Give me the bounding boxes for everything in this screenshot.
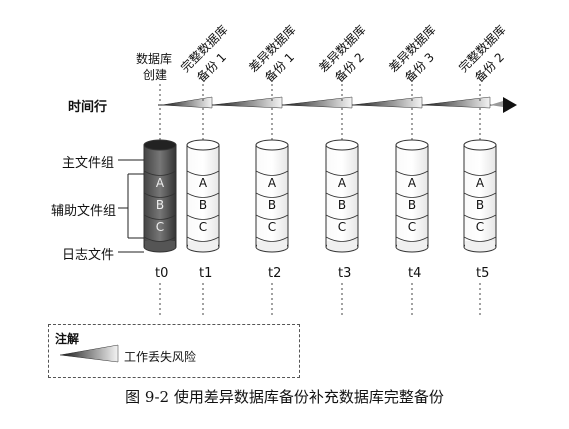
cylinder-segment-divider <box>186 170 220 176</box>
database-cylinder-top <box>463 139 497 151</box>
time-label-t3: t3 <box>338 266 352 281</box>
work-loss-risk-wedge <box>161 96 213 109</box>
cylinder-segment-divider <box>395 192 429 198</box>
legend-wedge-icon <box>59 344 119 363</box>
cylinder-segment-divider <box>255 236 289 242</box>
time-label-t4: t4 <box>408 266 422 281</box>
database-cylinder-body <box>463 144 497 248</box>
cylinder-segment-divider <box>325 192 359 198</box>
cylinder-segment-label-a: A <box>408 176 417 190</box>
time-label-t0: t0 <box>155 266 169 281</box>
database-cylinder-top <box>143 139 177 151</box>
database-cylinder-top <box>325 139 359 151</box>
cylinder-segment-label-b: B <box>199 198 207 212</box>
legend-title: 注解 <box>55 332 80 346</box>
database-cylinder-bottom <box>465 241 495 246</box>
event-db-created-line1: 数据库 <box>136 52 173 66</box>
cylinder-segment-label-b: B <box>408 198 416 212</box>
timeline-arrowhead <box>503 97 517 113</box>
cylinder-segment-label-a: A <box>338 176 347 190</box>
figure-caption: 图 9-2 使用差异数据库备份补充数据库完整备份 <box>125 388 444 406</box>
cylinder-segment-divider <box>186 236 220 242</box>
row-label-primary-filegroup: 主文件组 <box>62 156 115 171</box>
cylinder-segment-divider <box>255 170 289 176</box>
cylinder-segment-divider <box>143 192 177 198</box>
cylinder-segment-divider <box>463 214 497 220</box>
row-label-secondary-filegroup: 辅助文件组 <box>51 204 117 219</box>
time-label-t1: t1 <box>199 266 213 281</box>
work-loss-risk-wedge <box>421 96 491 109</box>
cylinder-segment-label-b: B <box>476 198 484 212</box>
cylinder-segment-divider <box>395 236 429 242</box>
database-cylinder-body <box>325 144 359 248</box>
cylinder-segment-divider <box>395 170 429 176</box>
cylinder-segment-label-a: A <box>268 176 277 190</box>
work-loss-risk-wedge <box>490 101 503 107</box>
cylinder-segment-divider <box>395 214 429 220</box>
cylinder-segment-label-a: A <box>156 176 165 190</box>
work-loss-risk-wedge <box>281 96 353 109</box>
cylinder-segment-label-a: A <box>199 176 208 190</box>
database-cylinder-bottom <box>257 241 287 246</box>
cylinder-segment-label-c: C <box>268 220 276 234</box>
cylinder-segment-label-b: B <box>338 198 346 212</box>
work-loss-risk-wedge <box>351 96 423 109</box>
cylinder-segment-divider <box>463 170 497 176</box>
cylinder-segment-divider <box>325 214 359 220</box>
cylinder-segment-label-c: C <box>156 220 164 234</box>
row-label-log-file: 日志文件 <box>62 248 115 263</box>
cylinder-segment-divider <box>463 192 497 198</box>
event-db-created-line2: 创建 <box>143 68 168 82</box>
database-cylinder-bottom <box>145 241 175 246</box>
cylinder-segment-label-c: C <box>338 220 346 234</box>
cylinder-segment-label-a: A <box>476 176 485 190</box>
time-label-t2: t2 <box>268 266 282 281</box>
work-loss-risk-wedge <box>211 96 283 109</box>
cylinder-segment-divider <box>186 214 220 220</box>
cylinder-segment-label-c: C <box>408 220 416 234</box>
database-cylinder-top <box>255 139 289 151</box>
database-cylinder-bottom <box>397 241 427 246</box>
cylinder-segment-divider <box>325 236 359 242</box>
legend-box <box>48 324 300 378</box>
cylinder-segment-label-c: C <box>476 220 484 234</box>
cylinder-segment-divider <box>143 236 177 242</box>
time-label-t5: t5 <box>476 266 490 281</box>
database-cylinder-top <box>186 139 220 151</box>
cylinder-segment-divider <box>255 214 289 220</box>
legend-item-label: 工作丢失风险 <box>124 350 197 364</box>
cylinder-segment-divider <box>143 170 177 176</box>
cylinder-segment-divider <box>255 192 289 198</box>
cylinder-segment-label-b: B <box>268 198 276 212</box>
database-cylinder-bottom <box>327 241 357 246</box>
cylinder-segment-divider <box>325 170 359 176</box>
timeline-label: 时间行 <box>68 100 108 115</box>
cylinder-segment-divider <box>463 236 497 242</box>
cylinder-segment-divider <box>143 214 177 220</box>
database-cylinder-top <box>395 139 429 151</box>
database-cylinder-bottom <box>188 241 218 246</box>
cylinder-segment-label-b: B <box>156 198 164 212</box>
cylinder-segment-label-c: C <box>199 220 207 234</box>
cylinder-segment-divider <box>186 192 220 198</box>
